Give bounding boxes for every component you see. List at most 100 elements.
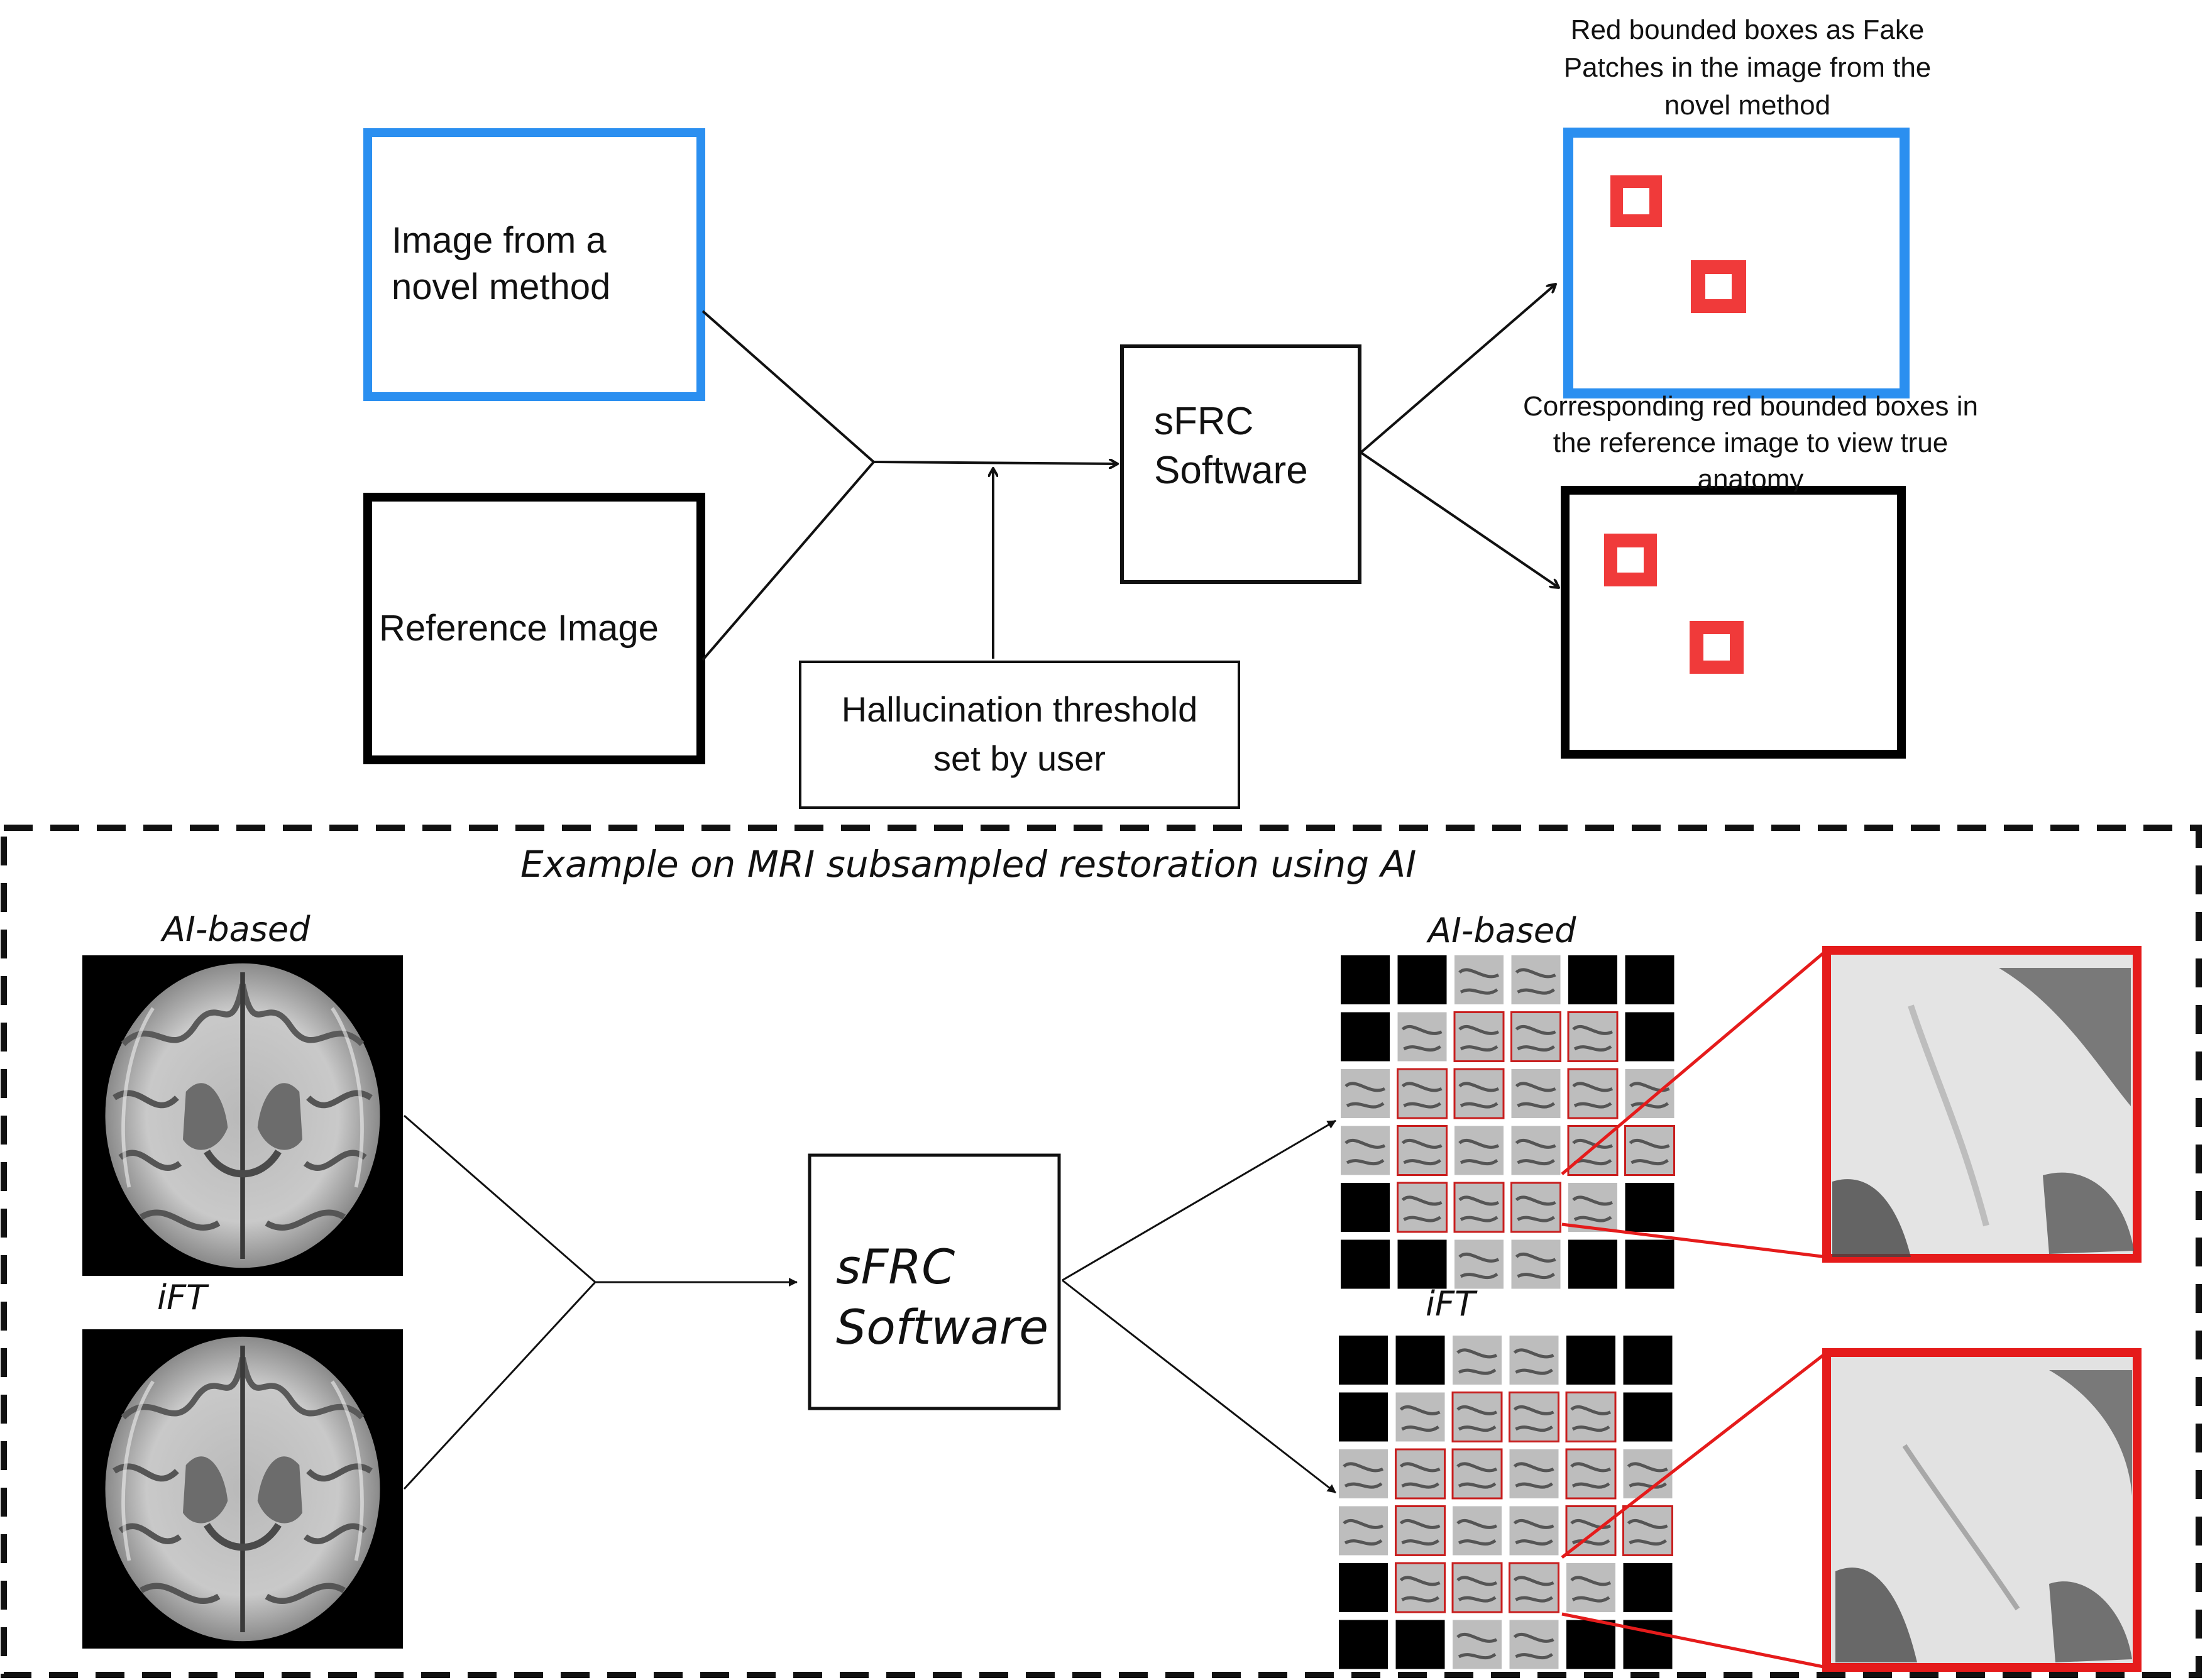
flagged-patch-outline: [1567, 1011, 1619, 1062]
grid-patch-texture: [1456, 1576, 1498, 1603]
grid-patch: [1395, 1506, 1445, 1556]
grid-patch: [1509, 1392, 1559, 1442]
connector-reference: [701, 461, 875, 661]
grid-patch: [1453, 1392, 1502, 1442]
grid-patch: [1397, 1069, 1447, 1118]
grid-patch-texture: [1399, 1405, 1441, 1432]
grid-patch: [1625, 1239, 1674, 1289]
grid-patch: [1395, 1392, 1445, 1442]
grid-patch: [1625, 1012, 1674, 1062]
flagged-patch-outline: [1397, 1068, 1448, 1119]
grid-patch: [1397, 1012, 1447, 1062]
connector-to-software-arrow: [873, 462, 1118, 464]
grid-patch: [1568, 1183, 1617, 1232]
grid-patch-texture: [1456, 1405, 1498, 1432]
grid-patch-texture: [1344, 1138, 1386, 1166]
grid-patch-texture: [1456, 1518, 1498, 1546]
flagged-patch-outline: [1565, 1505, 1617, 1556]
novel-image-box: [363, 128, 705, 401]
arrow-to-fake-output: [1360, 284, 1556, 454]
grid-patch: [1453, 1563, 1502, 1612]
grid-patch: [1454, 955, 1504, 1004]
grid-patch: [1568, 955, 1617, 1004]
grid-patch: [1623, 1336, 1673, 1385]
grid-patch: [1397, 955, 1447, 1004]
grid-patch: [1511, 1183, 1561, 1232]
grid-patch: [1511, 955, 1561, 1004]
flagged-patch-outline: [1395, 1448, 1446, 1500]
software-label: sFRC Software: [1154, 397, 1308, 495]
input-ai-label: AI-based: [162, 909, 311, 949]
reference-output-caption-line-1: Corresponding red bounded boxes in: [1522, 391, 1979, 422]
grid-patch-texture: [1572, 1082, 1614, 1109]
threshold-label-line-2: set by user: [933, 738, 1106, 778]
flagged-patch-outline: [1397, 1125, 1448, 1176]
grid-patch: [1509, 1449, 1559, 1498]
grid-patch: [1339, 1620, 1388, 1669]
arrow-to-reference-output: [1360, 451, 1559, 588]
reference-output-caption: Corresponding red bounded boxes in the r…: [1427, 388, 2074, 491]
reference-output-caption-line-2: the reference image to view true: [1553, 427, 1949, 458]
bottom-software-box: [808, 1153, 1061, 1410]
software-label-line-2: Software: [1154, 449, 1308, 492]
grid-patch-texture: [1401, 1138, 1443, 1166]
flagged-patch-outline: [1395, 1562, 1446, 1613]
flagged-patch-outline: [1509, 1562, 1559, 1613]
grid-patch: [1454, 1183, 1504, 1232]
grid-patch: [1339, 1392, 1388, 1442]
grid-patch: [1453, 1336, 1502, 1385]
bottom-software-label: sFRC Software: [836, 1237, 1048, 1358]
grid-patch-texture: [1513, 1518, 1554, 1546]
grid-patch-texture: [1401, 1195, 1443, 1222]
software-box: [1120, 344, 1361, 584]
fake-output-caption: Red bounded boxes as Fake Patches in the…: [1471, 11, 2024, 124]
grid-patch: [1625, 1069, 1674, 1118]
grid-patch: [1341, 955, 1390, 1004]
flagged-patch-outline: [1565, 1448, 1617, 1500]
novel-image-label-line-2: novel method: [392, 266, 611, 307]
flagged-patch-outline: [1451, 1392, 1503, 1442]
reference-patch-2: [1690, 621, 1744, 674]
grid-patch-texture: [1399, 1462, 1441, 1489]
grid-patch: [1509, 1620, 1559, 1669]
grid-patch-texture: [1401, 1082, 1443, 1109]
fake-patch-1: [1610, 175, 1662, 227]
novel-image-label-line-1: Image from a: [392, 220, 607, 261]
input-mri-ift: [82, 1329, 403, 1649]
bottom-arrow-to-ift-grid: [1062, 1279, 1336, 1494]
flagged-patch-outline: [1565, 1392, 1617, 1442]
bottom-software-label-line-2: Software: [836, 1299, 1049, 1355]
grid-patch-texture: [1515, 1024, 1556, 1052]
grid-patch: [1339, 1563, 1388, 1612]
grid-patch-texture: [1401, 1024, 1443, 1052]
grid-patch: [1453, 1620, 1502, 1669]
grid-patch: [1509, 1336, 1559, 1385]
grid-patch: [1395, 1620, 1445, 1669]
output-ai-label: AI-based: [1428, 911, 1576, 950]
grid-patch-texture: [1458, 1195, 1500, 1222]
grid-patch-texture: [1570, 1576, 1612, 1603]
grid-patch-texture: [1570, 1462, 1612, 1489]
grid-patch: [1341, 1239, 1390, 1289]
grid-patch-texture: [1572, 1024, 1614, 1052]
grid-patch: [1625, 1126, 1674, 1175]
grid-patch-texture: [1513, 1462, 1554, 1489]
grid-patch-texture: [1513, 1632, 1554, 1660]
flagged-patch-outline: [1395, 1505, 1446, 1556]
flagged-patch-outline: [1453, 1068, 1505, 1119]
grid-patch: [1509, 1506, 1559, 1556]
grid-patch: [1623, 1392, 1673, 1442]
connector-novel: [701, 310, 875, 463]
flagged-patch-outline: [1451, 1448, 1503, 1500]
zoom-callout-ift: [1561, 1348, 2142, 1672]
grid-patch-texture: [1570, 1405, 1612, 1432]
grid-patch-texture: [1629, 1138, 1670, 1166]
grid-patch: [1454, 1239, 1504, 1289]
grid-patch: [1395, 1563, 1445, 1612]
threshold-label: Hallucination threshold set by user: [801, 685, 1238, 783]
grid-patch: [1454, 1069, 1504, 1118]
grid-patch: [1341, 1069, 1390, 1118]
grid-patch-texture: [1456, 1348, 1498, 1375]
bottom-software-label-line-1: sFRC: [836, 1239, 955, 1295]
